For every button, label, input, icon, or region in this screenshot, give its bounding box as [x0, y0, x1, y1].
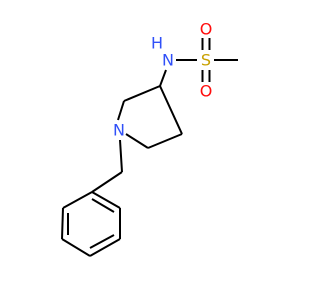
bond-phenyl-inner-2: [89, 234, 115, 249]
sulfur-label: S: [201, 51, 211, 70]
oxygen-top-label: O: [200, 20, 213, 39]
bond-ch2-phenyl: [91, 171, 123, 193]
bond-c5-ring-nitrogen: [125, 133, 149, 149]
bond-phenyl-2: [61, 207, 64, 240]
bond-phenyl-4: [89, 238, 121, 257]
bond-c3-c4: [159, 85, 183, 135]
bond-c2-ring-nitrogen: [117, 100, 125, 121]
amide-hydrogen-label: H: [151, 34, 163, 53]
bond-c3-c2: [123, 85, 161, 102]
bond-c4-c5: [147, 133, 183, 149]
molecule-structure: H N S O O N: [61, 20, 238, 257]
oxygen-bottom-label: O: [200, 82, 213, 101]
ring-nitrogen-label: N: [113, 121, 125, 140]
bond-nitrogen-c3: [159, 69, 167, 87]
amide-nitrogen-label: N: [162, 51, 174, 70]
bond-phenyl-3: [61, 238, 91, 257]
bond-ring-nitrogen-ch2: [119, 139, 123, 173]
bond-phenyl-inner-3: [91, 198, 115, 213]
bond-phenyl-6: [91, 191, 121, 209]
bond-phenyl-1: [62, 191, 93, 209]
